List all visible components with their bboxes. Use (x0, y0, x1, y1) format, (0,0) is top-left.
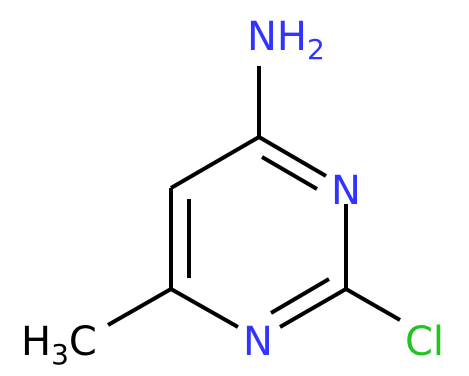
bond-c4-n3-inner (260, 155, 319, 191)
bond-n1-c6 (170, 287, 239, 329)
methyl-group-label: H3C (21, 319, 97, 371)
bond-c4-c5 (169, 135, 261, 190)
ring-nitrogen-lower-label: N (243, 319, 273, 365)
bond-c6-ch3 (107, 287, 172, 327)
bond-c2-n1-inner (269, 277, 331, 315)
bond-lines (107, 66, 401, 329)
chlorine-label: Cl (405, 319, 444, 365)
bond-c2-cl (345, 287, 401, 322)
bond-c2-n1 (279, 287, 347, 329)
amine-group-label: NH2 (247, 14, 325, 66)
ring-nitrogen-upper-label: N (331, 168, 361, 214)
bond-c4-n3 (257, 135, 328, 178)
